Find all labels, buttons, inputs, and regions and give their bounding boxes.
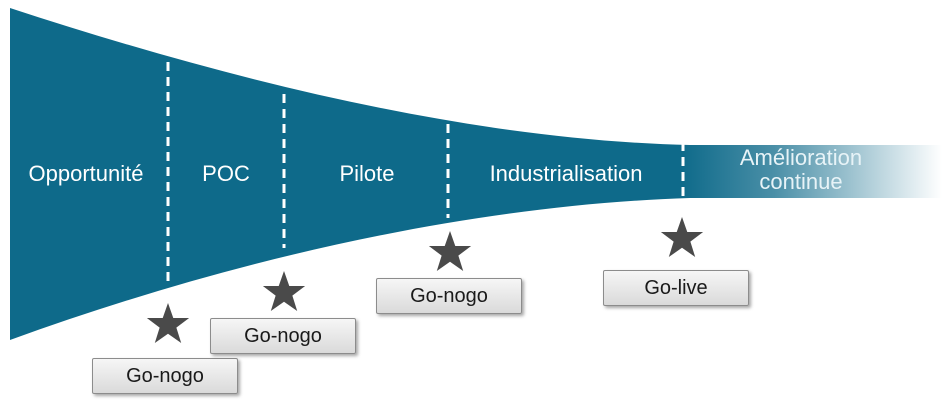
star-icon xyxy=(660,216,704,258)
gate-go-nogo-3: Go-nogo xyxy=(376,278,522,314)
gate-go-nogo-2: Go-nogo xyxy=(210,318,356,354)
phase-label-pilote: Pilote xyxy=(339,161,395,186)
funnel-body xyxy=(10,8,942,340)
phase-label-amelioration-continue: Amélioration continue xyxy=(739,145,863,194)
star-icon xyxy=(262,270,306,312)
phase-label-opportunite: Opportunité xyxy=(28,161,144,186)
gate-go-live: Go-live xyxy=(603,270,749,306)
phase-label-poc: POC xyxy=(202,161,250,186)
star-icon xyxy=(146,302,190,344)
star-icon xyxy=(428,230,472,272)
gate-go-nogo-1: Go-nogo xyxy=(92,358,238,394)
phase-label-industrialisation: Industrialisation xyxy=(489,161,643,186)
